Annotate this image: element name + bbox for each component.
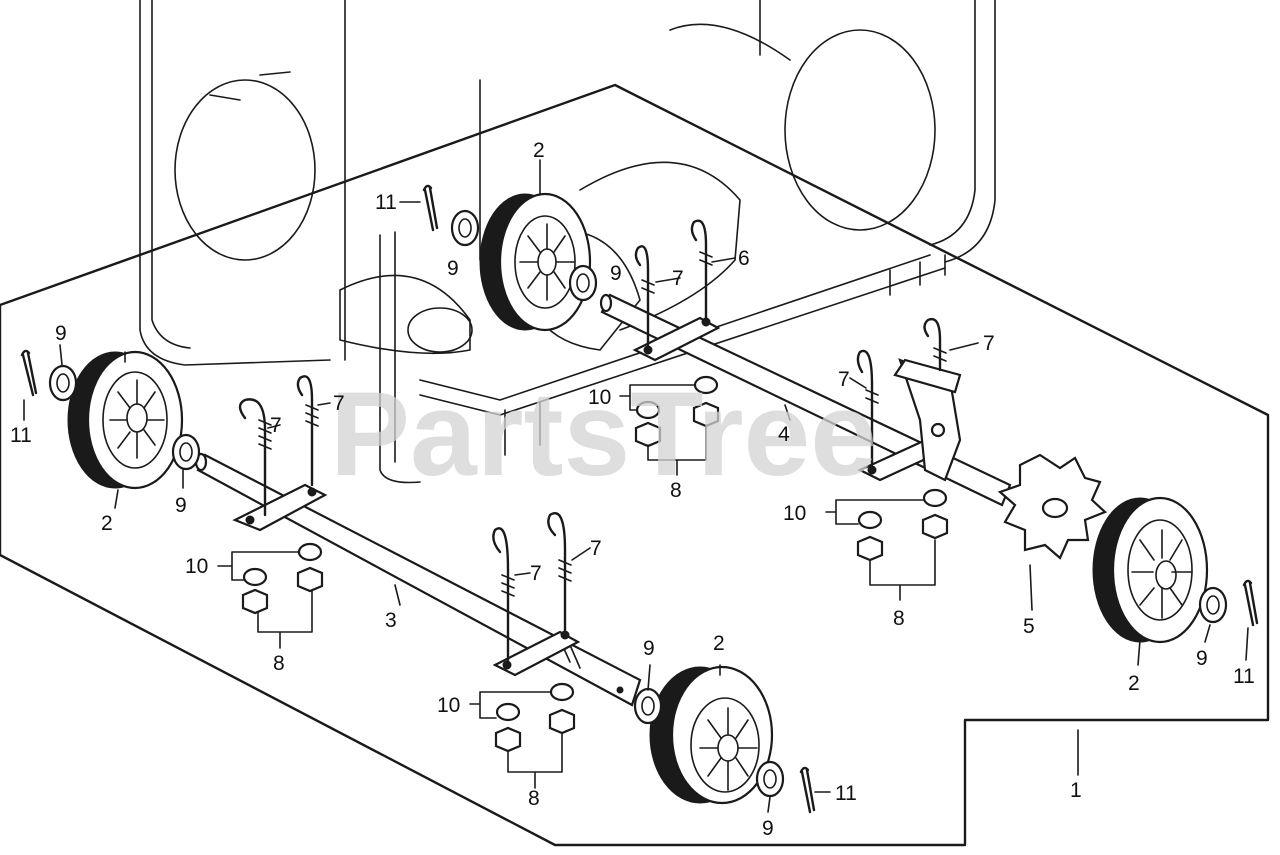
wheel-front-right <box>649 665 774 805</box>
callout-3: 3 <box>385 609 397 632</box>
callout-9-a: 9 <box>55 322 67 345</box>
callout-1: 1 <box>1070 779 1082 802</box>
washers <box>48 209 1228 798</box>
callout-10-d: 10 <box>437 694 460 717</box>
stopper-gear <box>997 453 1108 560</box>
nuts-and-lock-washers <box>241 375 949 753</box>
callout-7-e: 7 <box>672 267 684 290</box>
callout-2-left: 2 <box>101 512 113 535</box>
cotter-pins <box>20 184 1259 814</box>
wheel-rear-left <box>479 192 592 332</box>
wheel-rear-right <box>1092 496 1209 644</box>
callout-8-a: 8 <box>273 652 285 675</box>
callout-7-b: 7 <box>333 392 345 415</box>
callout-8-c: 8 <box>893 607 905 630</box>
callout-7-c: 7 <box>530 562 542 585</box>
callout-9-c: 9 <box>447 257 459 280</box>
callout-10-b: 10 <box>588 386 611 409</box>
callout-7-a: 7 <box>270 414 282 437</box>
callout-8-d: 8 <box>528 787 540 810</box>
callout-7-d: 7 <box>590 537 602 560</box>
wheel-left-front <box>67 350 184 490</box>
callout-4: 4 <box>778 423 790 446</box>
callout-11-b: 11 <box>10 424 32 447</box>
callout-2-rear-left: 2 <box>533 139 545 162</box>
callout-9-g: 9 <box>1196 647 1208 670</box>
callout-7-g: 7 <box>983 332 995 355</box>
callout-10-a: 10 <box>185 555 208 578</box>
front-axle <box>194 452 642 707</box>
callout-5: 5 <box>1023 615 1035 638</box>
callout-10-c: 10 <box>783 502 806 525</box>
watermark: PartsTree <box>330 367 877 501</box>
callout-9-d: 9 <box>610 262 622 285</box>
callout-8-b: 8 <box>670 479 682 502</box>
kit-boundary-outline <box>0 83 1270 847</box>
generator-frame-outline <box>139 0 996 484</box>
callout-9-e: 9 <box>643 637 655 660</box>
hook-bolts <box>238 219 947 662</box>
callout-11-a: 11 <box>375 191 397 214</box>
callout-11-c: 11 <box>1233 665 1255 688</box>
callout-2-front: 2 <box>713 632 725 655</box>
leader-lines <box>23 159 1249 813</box>
callout-9-b: 9 <box>175 494 187 517</box>
callout-6: 6 <box>738 247 750 270</box>
rear-axle <box>599 293 1012 507</box>
callout-9-f: 9 <box>762 817 774 840</box>
callout-2-right: 2 <box>1128 672 1140 695</box>
callout-labels: 1 2 2 2 2 3 4 5 6 7 7 7 7 7 7 7 8 8 8 8 … <box>10 139 1255 840</box>
callout-11-d: 11 <box>835 782 857 805</box>
callout-7-f: 7 <box>838 368 850 391</box>
